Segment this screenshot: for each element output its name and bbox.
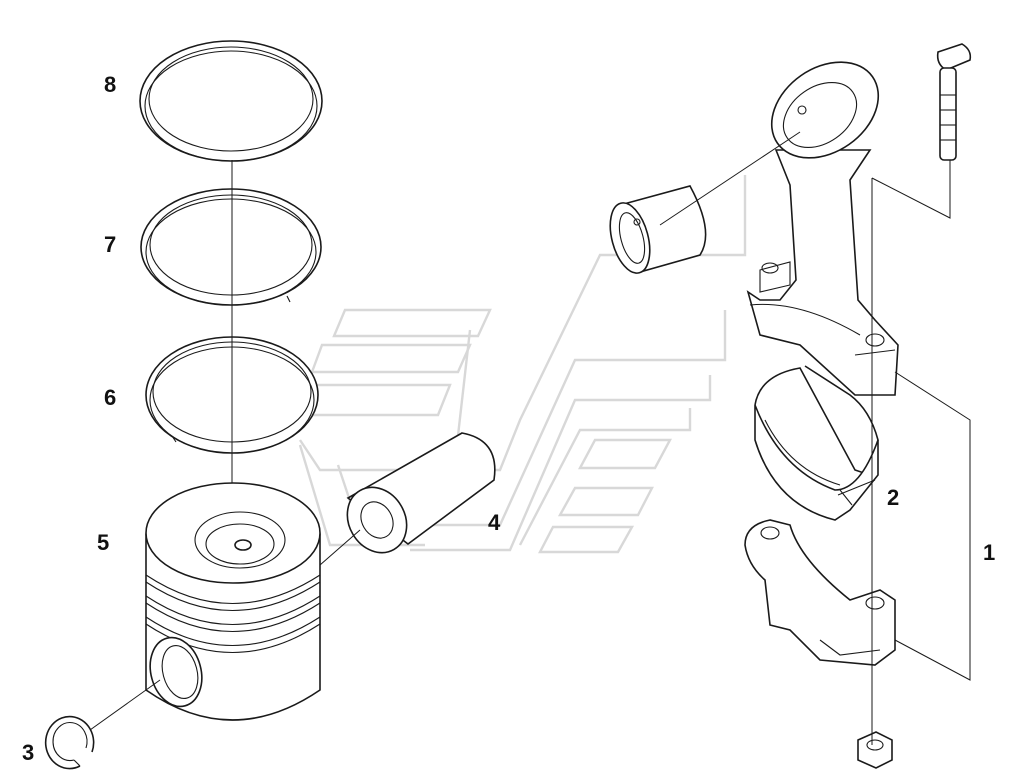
callout-4: 4 (488, 510, 501, 535)
piston (145, 482, 321, 721)
connecting-rod (746, 61, 899, 396)
small-end-bushing (609, 185, 707, 274)
leader-lines (89, 131, 971, 745)
piston-ring-middle (140, 188, 322, 306)
callout-5: 5 (97, 530, 109, 555)
rod-nut (857, 731, 893, 769)
piston-ring-top (139, 40, 323, 162)
callout-7: 7 (104, 232, 116, 257)
bearing-cap (744, 519, 896, 666)
rod-bolt (936, 43, 972, 161)
piston-pin (346, 432, 496, 554)
callout-3: 3 (22, 740, 34, 765)
callout-2: 2 (887, 485, 899, 510)
callout-6: 6 (104, 385, 116, 410)
piston-pin-circlip (44, 715, 95, 770)
callout-8: 8 (104, 72, 116, 97)
callout-1: 1 (983, 540, 995, 565)
